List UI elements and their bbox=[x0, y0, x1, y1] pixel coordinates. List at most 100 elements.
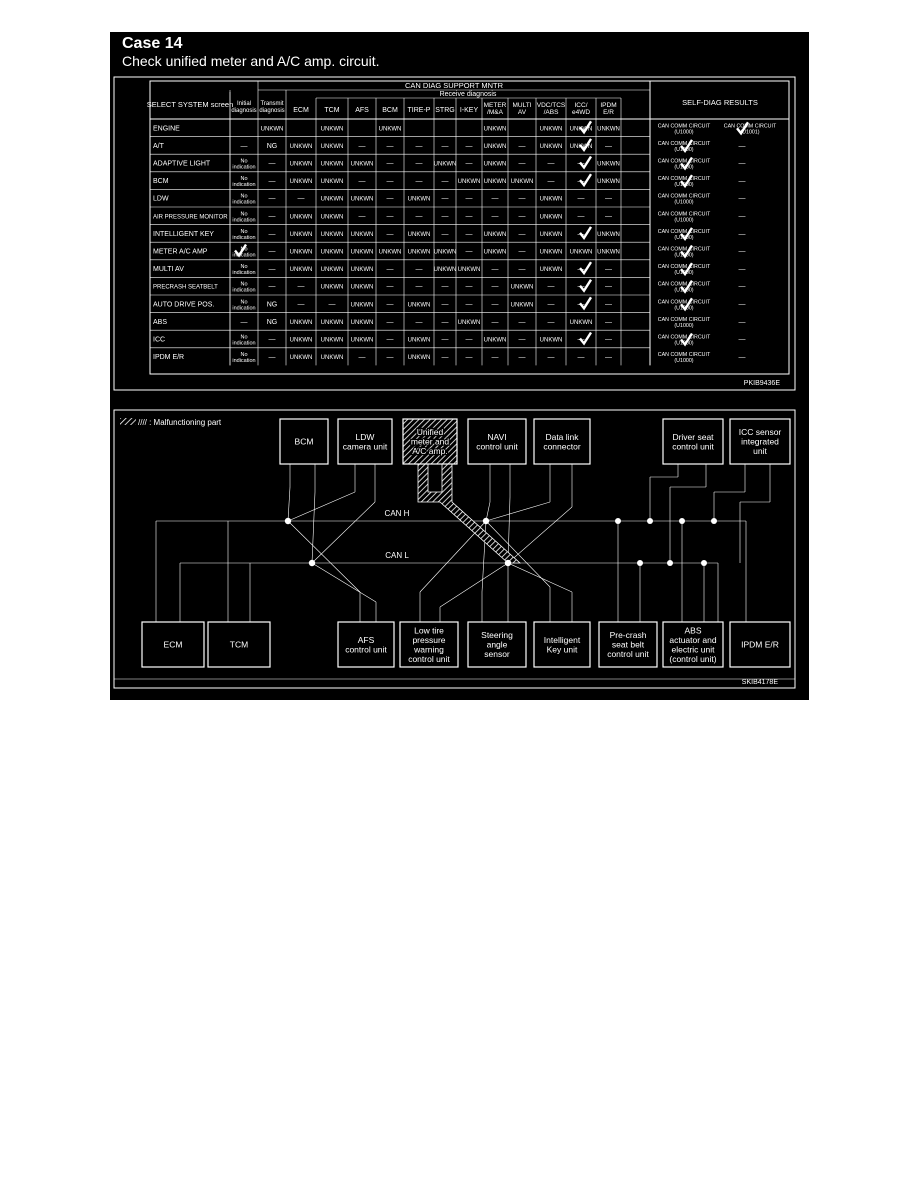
row-self-diag-1: (U1000) bbox=[674, 217, 693, 223]
unit-box-tire-label: warning bbox=[413, 644, 444, 654]
row-self-diag-1: CAN COMM CIRCUIT bbox=[658, 317, 711, 323]
row-receive-cell: — bbox=[466, 301, 473, 308]
row-receive-cell: — bbox=[416, 284, 423, 291]
row-receive-cell: UNKWN bbox=[458, 267, 481, 273]
unit-box-bcm bbox=[279, 418, 329, 465]
case-title: Case 14 bbox=[122, 35, 183, 52]
row-receive-cell: UNKWN bbox=[351, 232, 374, 238]
can-h-label: CAN H bbox=[385, 509, 410, 518]
header-receive-col: AV bbox=[518, 109, 527, 116]
row-self-diag-2: — bbox=[739, 213, 746, 220]
row-transmit-diag: — bbox=[269, 337, 276, 344]
row-system-name: METER A/C AMP bbox=[153, 249, 208, 256]
row-receive-cell: UNKWN bbox=[540, 338, 563, 344]
row-receive-cell: UNKWN bbox=[290, 144, 313, 150]
row-receive-cell: UNKWN bbox=[540, 144, 563, 150]
can-wire bbox=[311, 491, 316, 564]
row-receive-cell: UNKWN bbox=[321, 214, 344, 220]
can-l-label: CAN L bbox=[385, 551, 409, 560]
check-mark-icon bbox=[579, 226, 593, 240]
row-receive-cell: UNKWN bbox=[290, 162, 313, 168]
row-receive-cell: — bbox=[519, 337, 526, 344]
malfunction-legend-swatch bbox=[120, 418, 136, 425]
header-receive-col: E/R bbox=[603, 109, 614, 116]
check-mark-icon bbox=[579, 173, 593, 188]
unit-box-icc-label: ICC sensor bbox=[739, 427, 782, 437]
malfunction-hatch-path bbox=[417, 463, 522, 564]
row-receive-cell: UNKWN bbox=[321, 144, 344, 150]
junction-dot bbox=[308, 559, 316, 567]
unit-box-ikey bbox=[533, 621, 591, 668]
row-self-diag-1: CAN COMM CIRCUIT bbox=[658, 264, 711, 270]
header-receive-col: BCM bbox=[382, 107, 398, 114]
row-transmit-diag: — bbox=[269, 196, 276, 203]
row-receive-cell: — bbox=[519, 231, 526, 238]
row-system-name: ICC bbox=[153, 337, 165, 344]
can-wire bbox=[485, 501, 551, 522]
row-receive-cell: UNKWN bbox=[570, 320, 593, 326]
row-receive-cell: UNKWN bbox=[351, 320, 374, 326]
check-mark-icon bbox=[579, 120, 593, 135]
row-receive-cell: — bbox=[442, 178, 449, 185]
row-system-name: ENGINE bbox=[153, 125, 180, 132]
row-receive-cell: UNKWN bbox=[351, 267, 374, 273]
row-initial-diag: No bbox=[240, 159, 247, 165]
row-receive-cell: — bbox=[387, 196, 394, 203]
row-initial-diag: No bbox=[240, 194, 247, 200]
row-receive-cell: UNKWN bbox=[484, 162, 507, 168]
row-receive-cell: UNKWN bbox=[290, 355, 313, 361]
header-receive-col: METER bbox=[484, 102, 507, 109]
row-receive-cell: — bbox=[416, 213, 423, 220]
row-receive-cell: UNKWN bbox=[321, 126, 344, 132]
row-system-name: AUTO DRIVE POS. bbox=[153, 301, 214, 308]
row-self-diag-2: — bbox=[739, 249, 746, 256]
row-receive-cell: UNKWN bbox=[321, 338, 344, 344]
row-system-name: A/T bbox=[153, 143, 165, 150]
unit-box-datalink-label: connector bbox=[543, 441, 580, 451]
junction-dot bbox=[667, 560, 673, 566]
row-initial-diag: indication bbox=[232, 253, 255, 259]
row-receive-cell: UNKWN bbox=[321, 197, 344, 203]
table-inner-frame bbox=[149, 80, 790, 375]
row-initial-diag: No bbox=[240, 299, 247, 305]
unit-box-precrash-label: Pre-crash bbox=[610, 630, 647, 640]
row-self-diag-1: CAN COMM CIRCUIT bbox=[658, 229, 711, 235]
unit-box-tire-label: pressure bbox=[412, 635, 445, 645]
row-receive-cell: — bbox=[442, 301, 449, 308]
row-receive-cell: — bbox=[605, 354, 612, 361]
unit-box-ikey-label: Intelligent bbox=[544, 635, 581, 645]
header-receive-col: I-KEY bbox=[460, 107, 479, 114]
row-receive-cell: — bbox=[466, 213, 473, 220]
unit-box-meter bbox=[402, 418, 458, 465]
check-mark-icon bbox=[680, 244, 694, 259]
row-initial-diag: — bbox=[241, 319, 248, 326]
row-initial-diag: indication bbox=[232, 217, 255, 223]
row-receive-cell: — bbox=[605, 266, 612, 273]
row-receive-cell: — bbox=[466, 354, 473, 361]
unit-box-ecm bbox=[141, 621, 205, 668]
row-receive-cell: — bbox=[466, 231, 473, 238]
row-initial-diag: No bbox=[240, 211, 247, 217]
row-receive-cell: — bbox=[548, 354, 555, 361]
unit-box-precrash bbox=[598, 621, 658, 668]
row-initial-diag: No bbox=[240, 335, 247, 341]
header-can-diag-support: CAN DIAG SUPPORT MNTR bbox=[405, 81, 504, 90]
row-self-diag-1: CAN COMM CIRCUIT bbox=[658, 194, 711, 200]
unit-box-afs-label: AFS bbox=[358, 635, 375, 645]
row-receive-cell: UNKWN bbox=[484, 232, 507, 238]
row-transmit-diag: — bbox=[269, 266, 276, 273]
row-receive-cell: — bbox=[387, 213, 394, 220]
row-receive-cell: UNKWN bbox=[351, 338, 374, 344]
unit-box-navi-label: NAVI bbox=[487, 432, 506, 442]
row-receive-cell: — bbox=[387, 284, 394, 291]
row-receive-cell: — bbox=[519, 354, 526, 361]
row-initial-diag: indication bbox=[232, 165, 255, 171]
row-transmit-diag: UNKWN bbox=[261, 126, 284, 132]
row-initial-diag: — bbox=[241, 143, 248, 150]
header-initial-diag: Initial bbox=[237, 101, 251, 107]
row-receive-cell: UNKWN bbox=[597, 126, 620, 132]
row-receive-cell: UNKWN bbox=[379, 250, 402, 256]
unit-box-ldw-label: camera unit bbox=[343, 441, 388, 451]
